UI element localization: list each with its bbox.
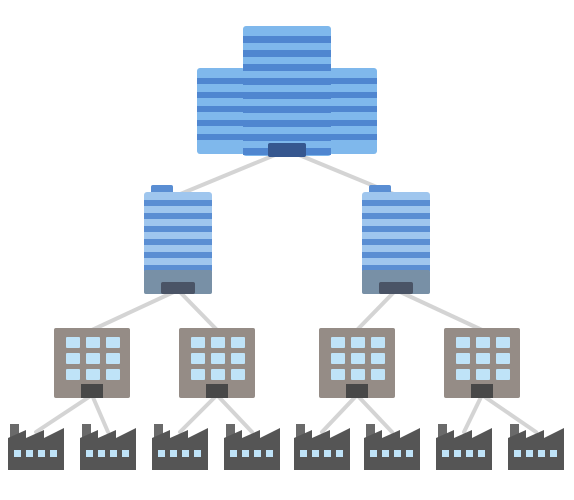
factory-icon <box>436 424 492 470</box>
office-tower-icon <box>144 185 212 294</box>
office-building-icon <box>444 328 520 398</box>
factory-icon <box>8 424 64 470</box>
connector-line <box>215 393 254 434</box>
headquarters-building-icon <box>197 26 377 157</box>
connector-line <box>480 393 538 434</box>
connector-line <box>355 288 398 332</box>
office-building-icon <box>179 328 255 398</box>
connector-line <box>320 393 359 434</box>
connector-line <box>176 288 219 332</box>
connector-line <box>355 393 394 434</box>
factory-icon <box>364 424 420 470</box>
factory-icon <box>152 424 208 470</box>
factory-icon <box>224 424 280 470</box>
connector-line <box>462 393 484 434</box>
connector-line <box>90 393 110 434</box>
connector-line <box>178 393 219 434</box>
connector-lines <box>34 148 538 434</box>
office-building-icon <box>54 328 130 398</box>
factory-icon <box>294 424 350 470</box>
office-building-icon <box>319 328 395 398</box>
connector-line <box>90 288 180 332</box>
connector-line <box>394 288 484 332</box>
office-tower-icon <box>362 185 430 294</box>
factory-icon <box>508 424 564 470</box>
factory-icon <box>80 424 136 470</box>
connector-line <box>176 148 289 197</box>
connector-line <box>34 393 94 434</box>
